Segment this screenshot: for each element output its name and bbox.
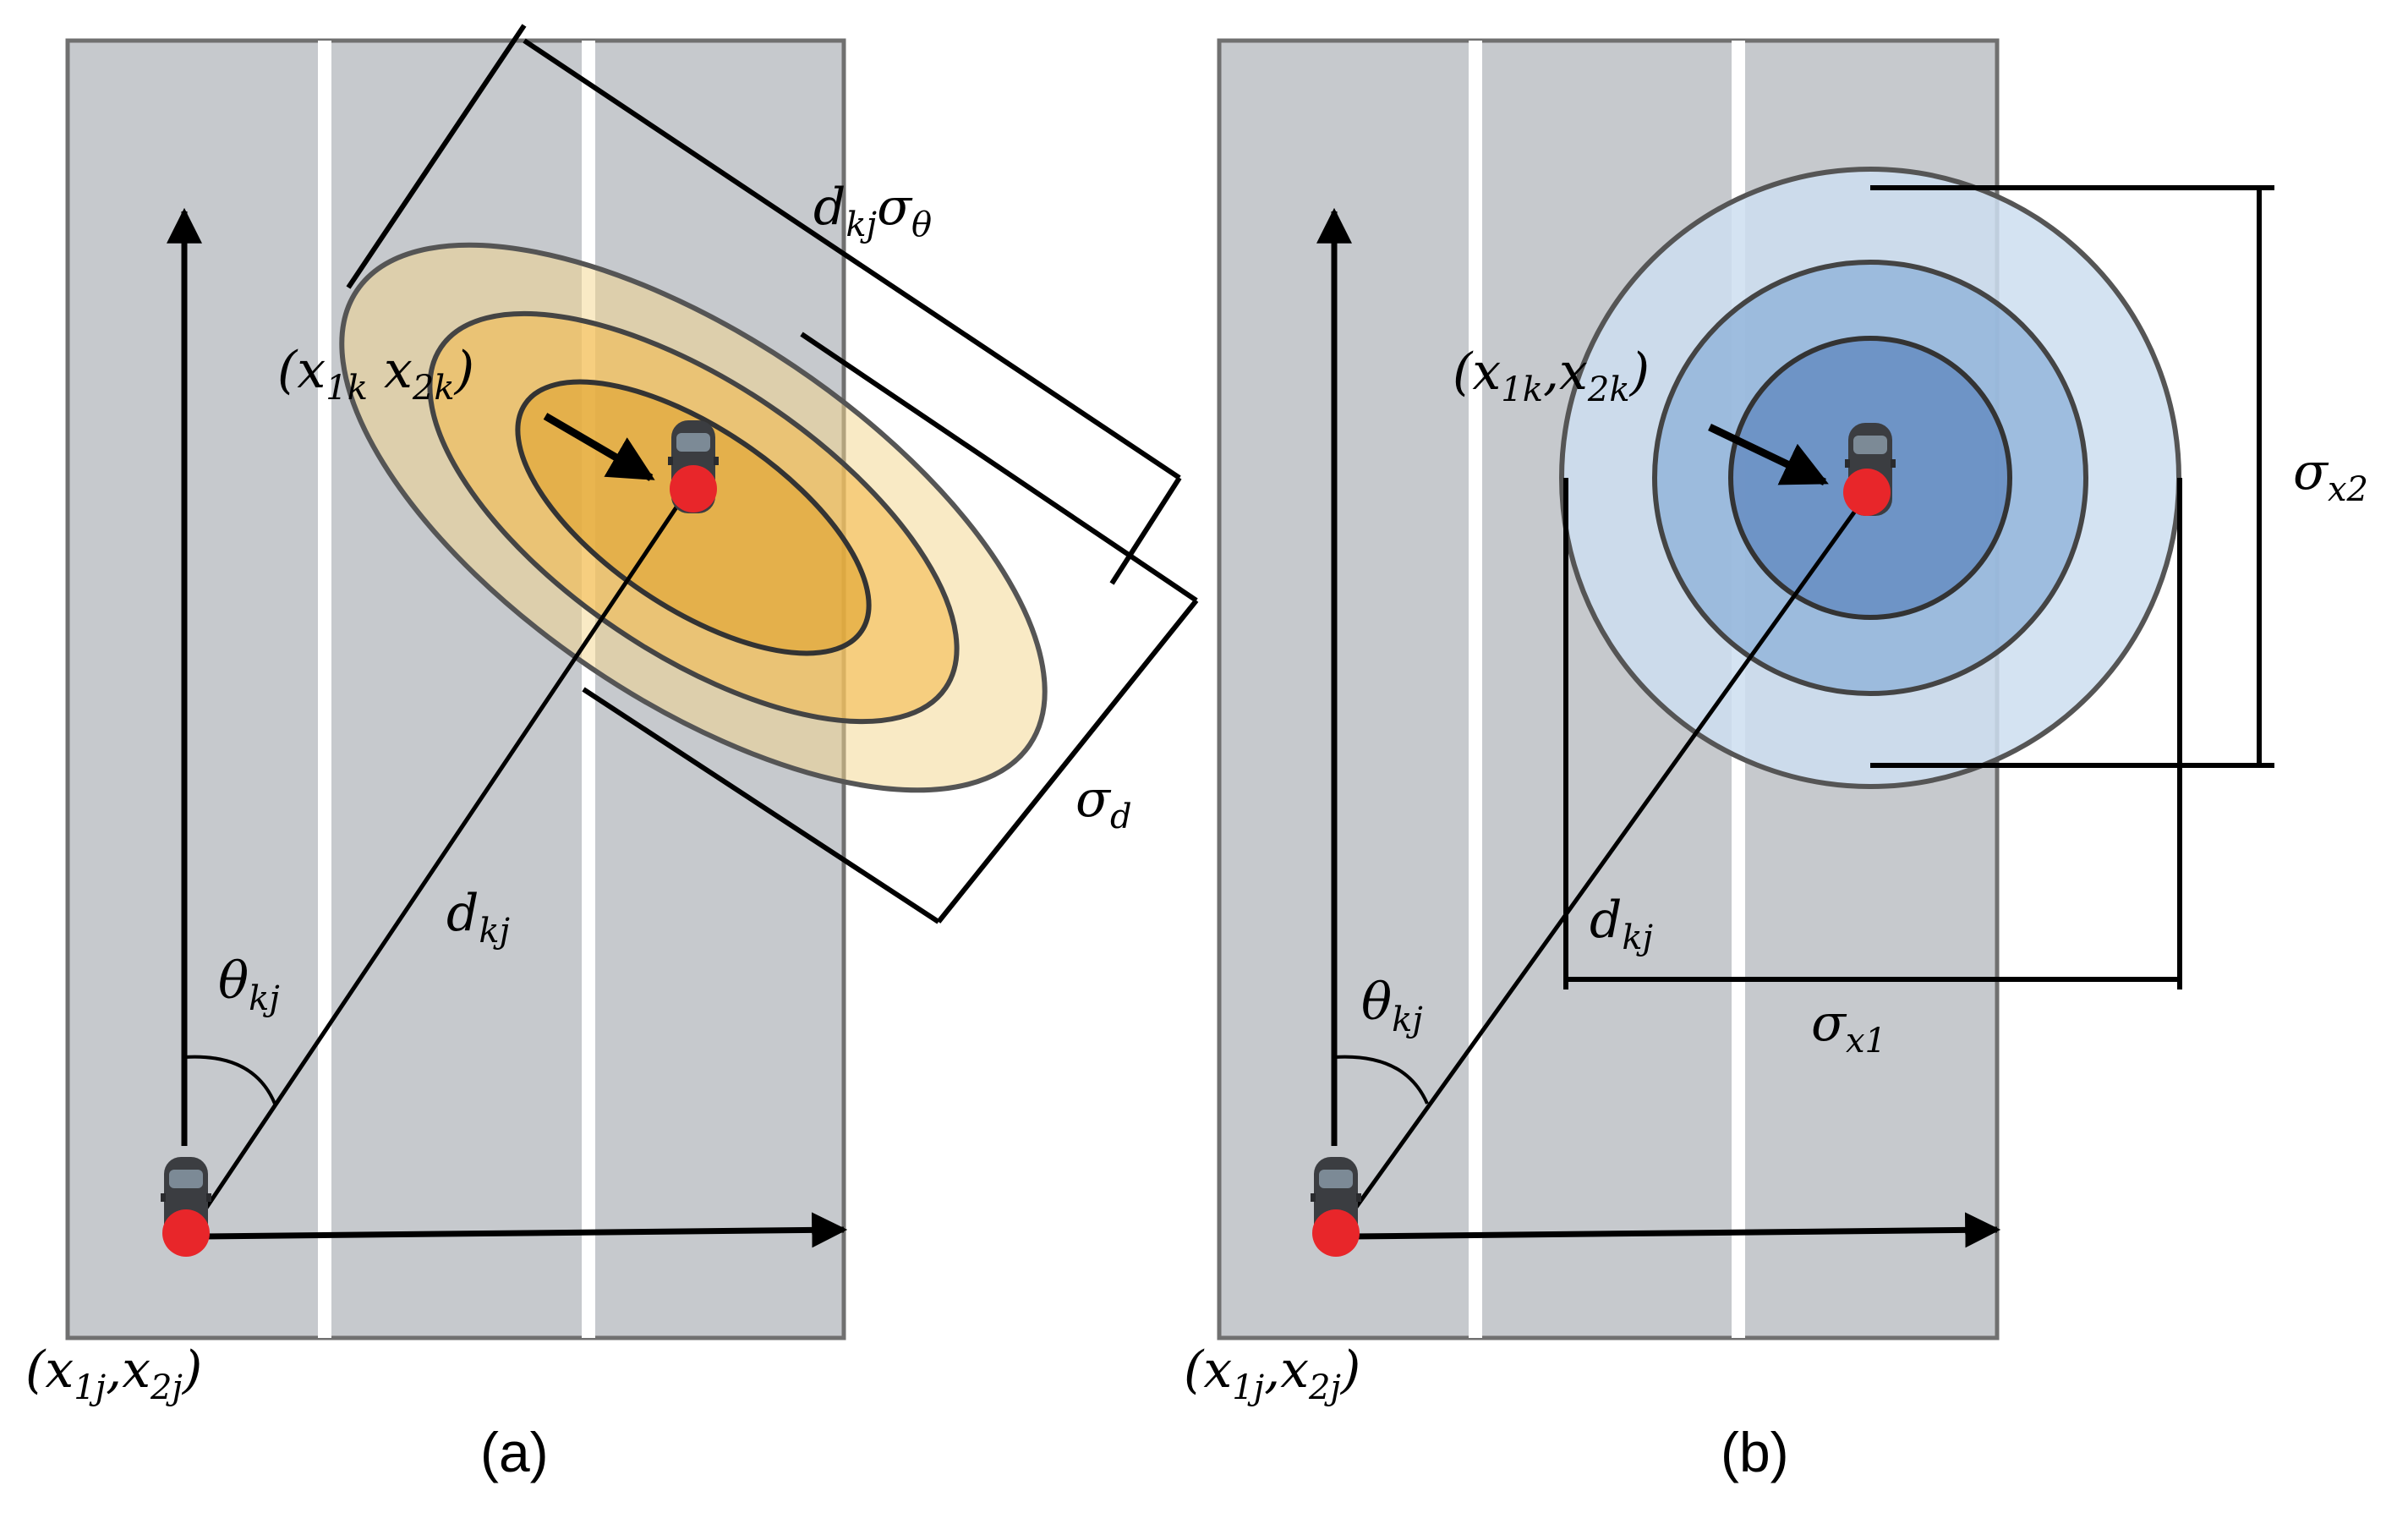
angle-label-b: θkj (1361, 973, 1423, 1039)
dimension-lines-a (346, 24, 1199, 924)
x-axis-b (1352, 1212, 2001, 1248)
lateral-std-label-a: dkjσθ (813, 178, 932, 244)
range-std-label-a: σd (1075, 770, 1132, 836)
distance-label-b: dkj (1590, 891, 1653, 957)
distance-line-a (187, 480, 696, 1235)
distance-label-a: dkj (446, 884, 510, 951)
angle-label-a: θkj (218, 951, 280, 1018)
pointer-arrow-b (1708, 423, 1829, 486)
angle-arc-b (1333, 1055, 1429, 1105)
target-coord-label-b: (x1k,x2k) (1453, 343, 1650, 409)
dimension-lines-b (1563, 185, 2274, 989)
ego-coord-label-a: (x1j,x2j) (25, 1340, 202, 1407)
pointer-arrow-a (543, 413, 655, 481)
angle-arc-a (183, 1055, 276, 1105)
lane-marking-a1 (318, 41, 331, 1338)
x2-std-label-b: σx2 (2293, 442, 2368, 509)
ego-coord-label-b: (x1j,x2j) (1184, 1340, 1360, 1407)
distance-line-b (1335, 491, 1871, 1235)
panel-b: (x1k,x2k) σx2 σx1 dkj θkj (x1j,x2j) (b) (1184, 38, 2368, 1483)
target-position-marker-b (1843, 469, 1891, 516)
target-position-marker-a (670, 465, 717, 513)
panel-a: (x1k x2k) dkjσθ σd dkj θkj (x1j,x2j) (a) (25, 24, 1199, 1483)
x-axis-a (202, 1212, 848, 1248)
panel-caption-b: (b) (1721, 1421, 1789, 1483)
ego-position-marker-b (1312, 1209, 1360, 1257)
panel-caption-a: (a) (480, 1421, 549, 1483)
ego-position-marker-a (162, 1209, 210, 1257)
lane-marking-b1 (1469, 41, 1482, 1338)
x1-std-label-b: σx1 (1811, 994, 1886, 1061)
target-coord-label-a: (x1k x2k) (277, 341, 474, 408)
